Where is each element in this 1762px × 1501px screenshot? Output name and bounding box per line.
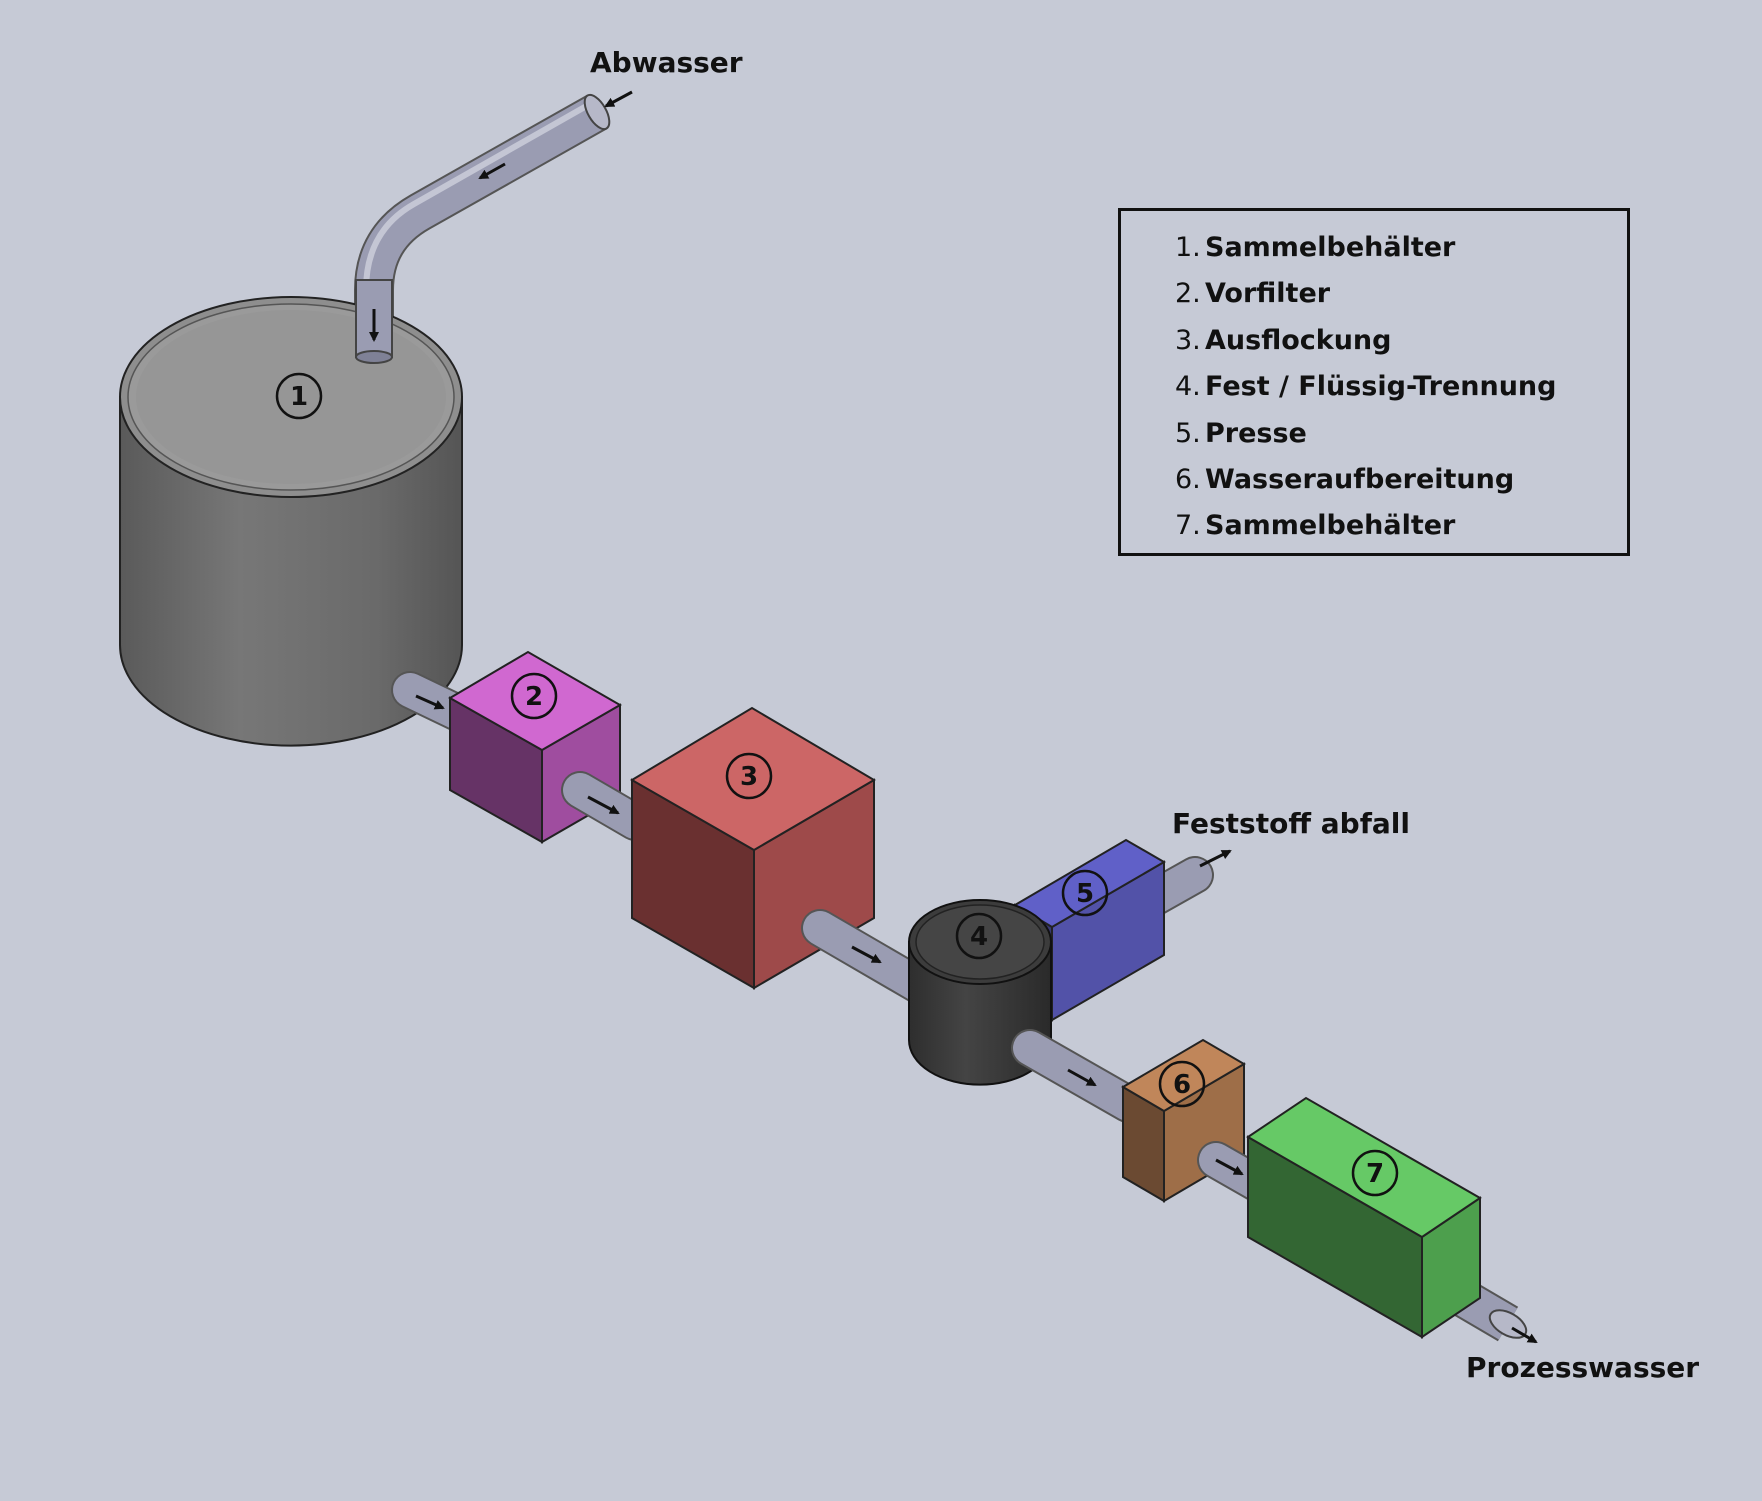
- legend-label: Wasseraufbereitung: [1205, 463, 1515, 495]
- box-sammelbehaelter-7: [1246, 1096, 1482, 1339]
- label-prozesswasser: Prozesswasser: [1466, 1351, 1699, 1384]
- legend-item: 5.Presse: [1175, 411, 1627, 457]
- badge-1: 1: [275, 372, 323, 420]
- legend-label: Vorfilter: [1205, 278, 1331, 310]
- arrow-icon: [1067, 1068, 1097, 1087]
- badge-3-number: 3: [740, 762, 758, 792]
- legend-label: Fest / Flüssig-Trennung: [1205, 371, 1557, 403]
- badge-2-number: 2: [525, 682, 543, 712]
- legend-label: Presse: [1205, 417, 1307, 449]
- legend-index: 4.: [1175, 371, 1201, 403]
- legend-item: 3.Ausflockung: [1175, 318, 1627, 364]
- label-feststoff-abfall: Feststoff abfall: [1172, 807, 1410, 840]
- arrow-icon: [1199, 849, 1232, 868]
- badge-6-number: 6: [1173, 1070, 1191, 1100]
- arrow-icon: [851, 945, 882, 964]
- inlet-pipe: [354, 90, 633, 344]
- badge-4: 4: [955, 912, 1003, 960]
- box-wasseraufbereitung-6: [1121, 1038, 1246, 1203]
- legend-list: 1.Sammelbehälter 2.Vorfilter 3.Ausflocku…: [1121, 211, 1627, 550]
- badge-7: 7: [1351, 1149, 1399, 1197]
- badge-2: 2: [510, 672, 558, 720]
- arrow-icon: [478, 162, 506, 180]
- legend-index: 3.: [1175, 324, 1201, 356]
- legend-item: 2.Vorfilter: [1175, 271, 1627, 317]
- legend-index: 1.: [1175, 232, 1201, 263]
- pipe-2-3: [561, 771, 654, 841]
- arrow-icon: [587, 795, 620, 815]
- legend-index: 2.: [1175, 278, 1201, 310]
- badge-4-number: 4: [970, 922, 988, 952]
- pipe-4-6: [1011, 1029, 1147, 1123]
- legend-label: Sammelbehälter: [1205, 232, 1456, 263]
- legend-item: 7.Sammelbehälter: [1175, 503, 1627, 549]
- legend-index: 5.: [1175, 417, 1201, 449]
- legend-item: 6.Wasseraufbereitung: [1175, 457, 1627, 503]
- tank-sammelbehaelter-1: [119, 279, 463, 747]
- badge-3: 3: [725, 752, 773, 800]
- legend-item: 1.Sammelbehälter: [1175, 225, 1627, 271]
- arrow-icon: [1511, 1326, 1538, 1344]
- pipe-3-4: [801, 909, 937, 1004]
- arrow-icon: [415, 694, 445, 710]
- badge-5: 5: [1061, 869, 1109, 917]
- badge-1-number: 1: [290, 382, 308, 412]
- badge-6: 6: [1158, 1060, 1206, 1108]
- legend-index: 7.: [1175, 510, 1201, 542]
- legend-label: Sammelbehälter: [1205, 510, 1456, 542]
- box-ausflockung-3: [630, 706, 876, 990]
- label-abwasser: Abwasser: [590, 46, 743, 79]
- legend-index: 6.: [1175, 463, 1201, 495]
- legend-label: Ausflockung: [1205, 324, 1392, 356]
- arrow-icon: [1215, 1158, 1244, 1176]
- arrow-icon: [604, 90, 633, 108]
- badge-7-number: 7: [1366, 1159, 1384, 1189]
- legend-item: 4.Fest / Flüssig-Trennung: [1175, 364, 1627, 410]
- badge-5-number: 5: [1076, 879, 1094, 909]
- legend: 1.Sammelbehälter 2.Vorfilter 3.Ausflocku…: [1118, 208, 1630, 556]
